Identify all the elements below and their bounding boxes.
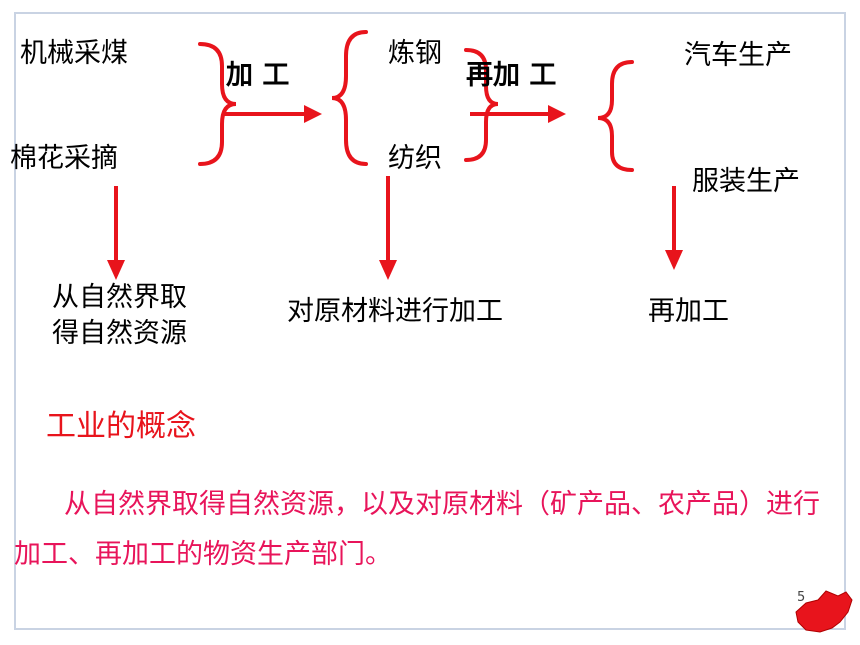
concept-title: 工业的概念	[46, 409, 196, 444]
stage2-item-bottom: 纺织	[388, 143, 442, 174]
closing-brace-stage1	[198, 42, 237, 166]
stage1-item-bottom: 棉花采摘	[10, 143, 118, 174]
opening-brace-stage3	[597, 60, 634, 172]
stage3-description: 再加工	[648, 296, 729, 327]
stage2-item-top: 炼钢	[388, 38, 442, 69]
process1-label: 加 工	[226, 60, 290, 91]
opening-brace-stage2	[331, 30, 368, 166]
stage3-item-bottom: 服装生产	[692, 166, 800, 197]
process-arrow-1-head	[304, 105, 322, 123]
stage1-item-top: 机械采煤	[20, 38, 128, 69]
slide-border	[14, 12, 846, 630]
page-number: 5	[797, 590, 806, 605]
concept-definition: 从自然界取得自然资源，以及对原材料（矿产品、农产品）进行加工、再加工的物资生产部…	[14, 489, 820, 570]
down-arrow-stage2-head	[379, 260, 397, 280]
stage1-description-line1: 从自然界取	[52, 282, 187, 313]
closing-brace-stage2	[464, 48, 499, 162]
process-arrow-2-head	[548, 105, 566, 123]
china-map-icon	[795, 590, 853, 633]
stage3-item-top: 汽车生产	[684, 40, 792, 71]
down-arrow-stage3-head	[665, 250, 683, 270]
down-arrow-stage1-head	[107, 260, 125, 280]
process2-label: 再加 工	[466, 60, 557, 91]
stage2-description: 对原材料进行加工	[287, 296, 503, 327]
stage1-description-line2: 得自然资源	[52, 318, 187, 349]
